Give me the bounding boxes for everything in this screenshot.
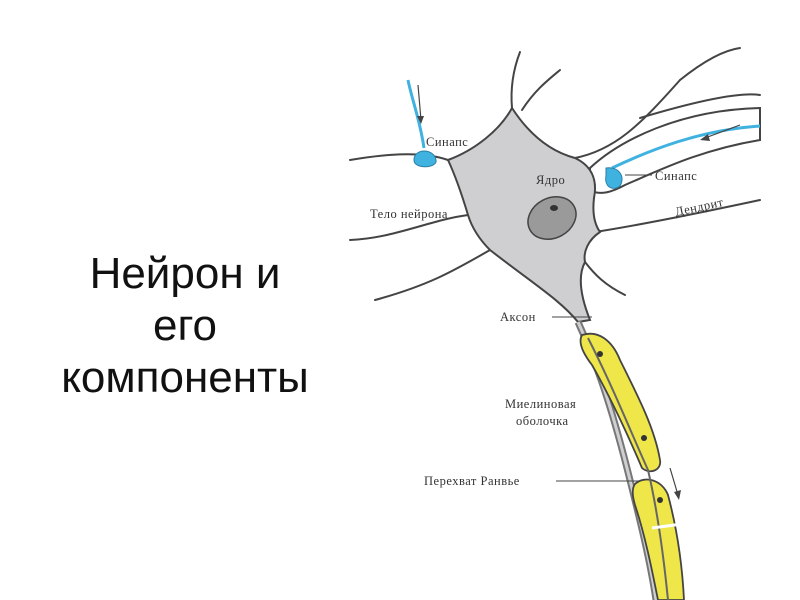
label-cell-body: Тело нейрона [370, 207, 448, 221]
dendrite-top-right [521, 69, 561, 111]
soma [446, 106, 602, 324]
title-line-2: его [152, 301, 218, 350]
synapse-right-axon [611, 124, 761, 170]
myelin-segment-upper [579, 332, 662, 473]
dendrite-left-low [374, 249, 491, 301]
label-nucleus: Ядро [536, 173, 565, 187]
dendrite-upper-right-2 [679, 47, 741, 81]
dendrite-top [510, 51, 521, 109]
dendrite-left-mid [349, 214, 469, 241]
dendrite-upper-right-3 [639, 93, 761, 119]
nucleolus [550, 205, 558, 211]
label-myelin-1: Миелиновая [505, 397, 576, 411]
label-ranvier: Перехват Ранвье [424, 474, 520, 488]
arrow-top [417, 84, 422, 121]
label-axon: Аксон [500, 310, 536, 324]
myelin-segment-lower [631, 478, 685, 600]
title-line-1: Нейрон и [89, 249, 281, 298]
label-dendrite: Дендрит [674, 195, 725, 219]
schwann-nucleus-3 [657, 497, 663, 503]
dendrite-right-long [594, 199, 761, 233]
schwann-nucleus-1 [597, 351, 603, 357]
axon-through-myelin [587, 337, 669, 600]
dendrite-right-short [584, 261, 626, 296]
dendrite-branches [349, 47, 761, 301]
label-myelin-2: оболочка [516, 414, 569, 428]
neuron-illustration: Синапс Синапс Ядро Тело нейрона Дендрит … [349, 47, 761, 600]
arrow-top-head [417, 116, 424, 124]
arrow-right [704, 124, 741, 139]
slide-title: Нейрон и его компоненты [40, 248, 330, 404]
arrow-down-head [674, 490, 681, 500]
schwann-nucleus-2 [641, 435, 647, 441]
neuron-diagram: Синапс Синапс Ядро Тело нейрона Дендрит … [330, 28, 800, 600]
label-synapse-right: Синапс [655, 169, 697, 183]
title-line-3: компоненты [61, 353, 309, 402]
arrow-down [669, 467, 679, 496]
nucleus [527, 196, 577, 240]
synapse-top-axon [406, 79, 426, 149]
break-mark [651, 522, 683, 530]
dendrite-upper-right-1 [574, 79, 681, 159]
dendrite-left-top [349, 153, 449, 161]
label-synapse-top: Синапс [426, 135, 468, 149]
arrow-right-head [700, 134, 710, 141]
synapse-right-bouton [605, 167, 623, 189]
right-dendrite-body [589, 106, 761, 194]
synapse-top-bouton [413, 150, 437, 168]
